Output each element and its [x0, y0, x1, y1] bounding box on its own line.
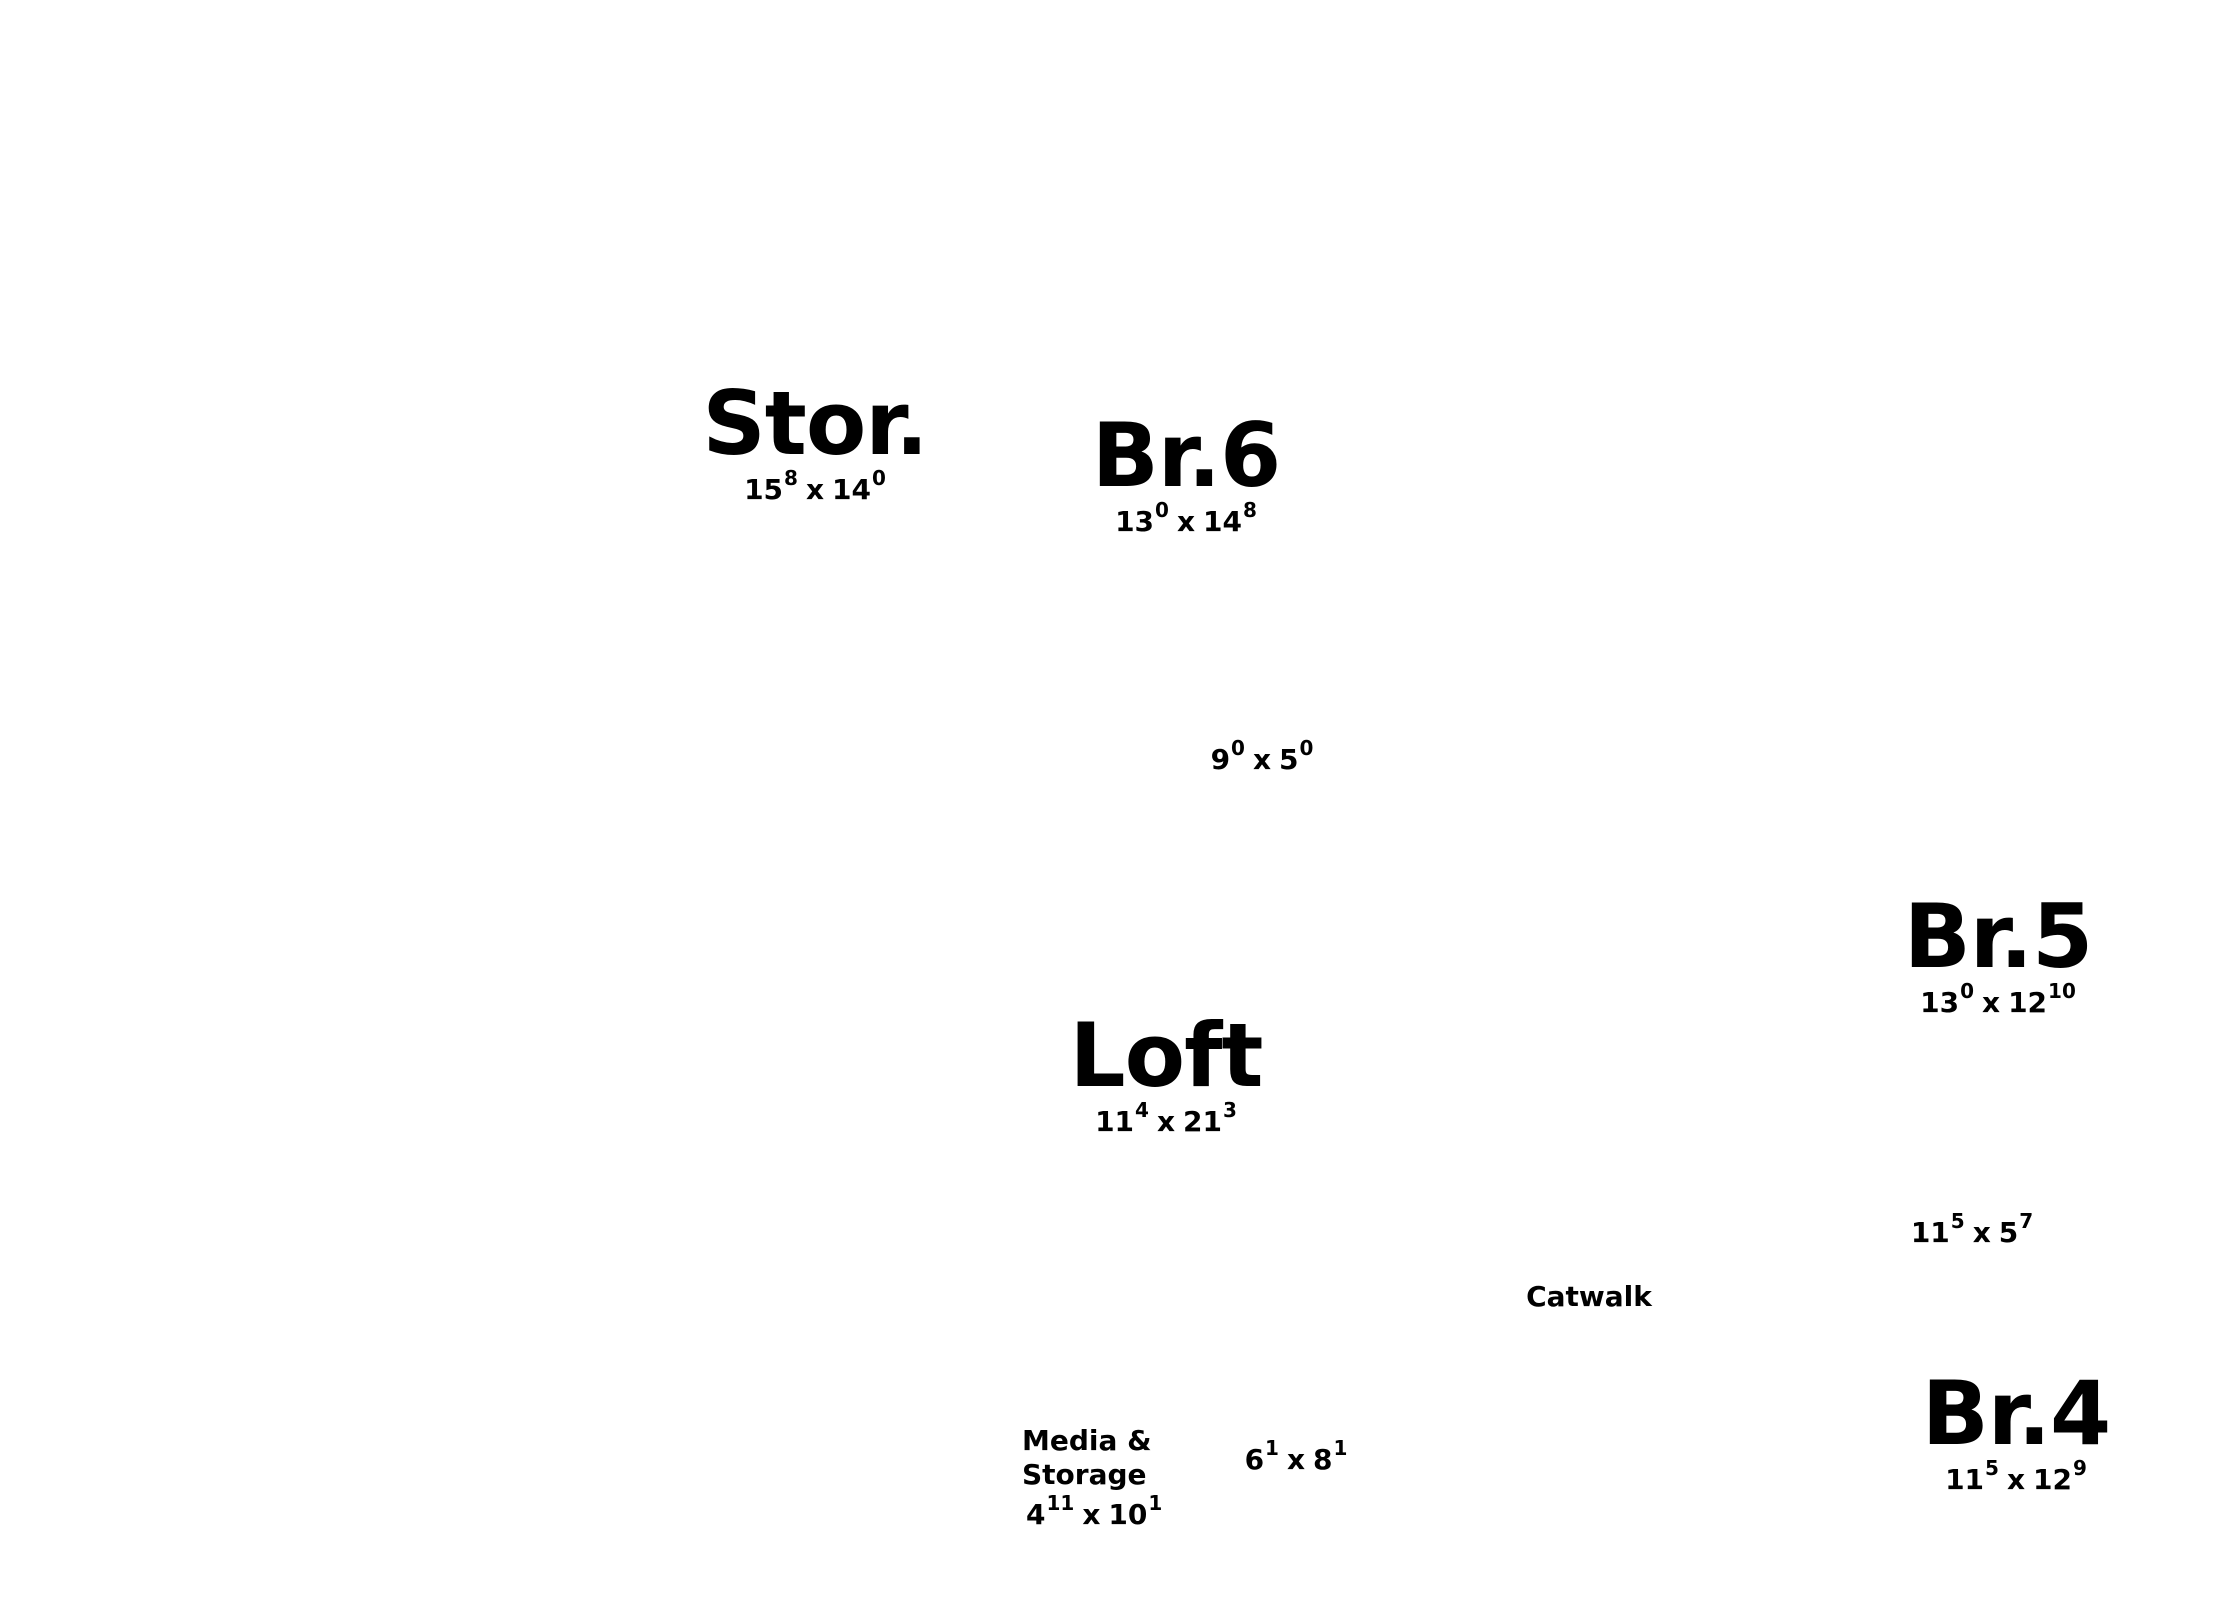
room-name-line-1: Media & [1022, 1424, 1152, 1457]
room-name-line-2: Storage [1022, 1457, 1147, 1491]
room-name: Catwalk [1526, 1280, 1652, 1313]
room-name: Br.5 [1903, 885, 2094, 988]
room-name: Br.6 [1091, 404, 1282, 507]
room-name: Br.4 [1921, 1362, 2112, 1465]
room-catwalk: Catwalk [1526, 1280, 1652, 1314]
room-name: Loft [1069, 1004, 1264, 1107]
room-name: Stor. [702, 372, 928, 475]
